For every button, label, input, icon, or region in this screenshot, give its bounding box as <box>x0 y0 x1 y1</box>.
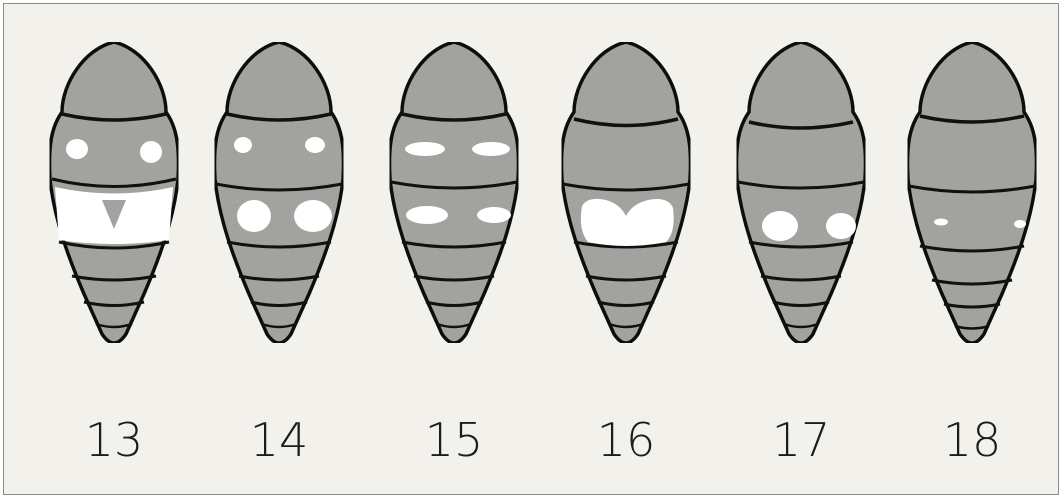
specimen-label: 13 <box>85 413 144 467</box>
abdomen-body <box>390 42 519 343</box>
white-spot-right <box>305 137 325 153</box>
specimen-18: 18 <box>908 42 1037 467</box>
white-spot-right <box>140 141 162 163</box>
abdomen-body <box>562 42 691 343</box>
tiny-spot-right <box>1014 220 1026 228</box>
abdomen-body <box>737 42 866 343</box>
specimen-label: 14 <box>250 413 309 467</box>
large-spot-left <box>762 211 798 241</box>
white-bar-middle-right <box>477 207 511 223</box>
large-spot-left <box>237 200 271 232</box>
large-spot-right <box>826 213 856 239</box>
white-spot-left <box>234 137 252 153</box>
specimen-14: 14 <box>215 42 344 467</box>
specimen-label: 16 <box>597 413 656 467</box>
large-spot-right <box>294 200 332 232</box>
white-bar-middle-left <box>406 206 448 224</box>
white-spot-left <box>66 139 88 159</box>
specimen-16: 16 <box>562 42 691 467</box>
white-bar-left <box>405 142 445 156</box>
specimen-13: 13 <box>50 42 179 467</box>
white-bar-right <box>472 142 510 156</box>
abdomen-plate-illustration: 13 14 15 <box>4 4 1058 494</box>
specimen-label: 17 <box>772 413 831 467</box>
specimen-15: 15 <box>390 42 519 467</box>
specimen-label: 18 <box>943 413 1002 467</box>
abdomen-body <box>215 42 344 343</box>
specimen-label: 15 <box>425 413 484 467</box>
tiny-spot-left <box>934 219 948 226</box>
plate-frame: 13 14 15 <box>3 3 1059 495</box>
specimen-17: 17 <box>737 42 866 467</box>
